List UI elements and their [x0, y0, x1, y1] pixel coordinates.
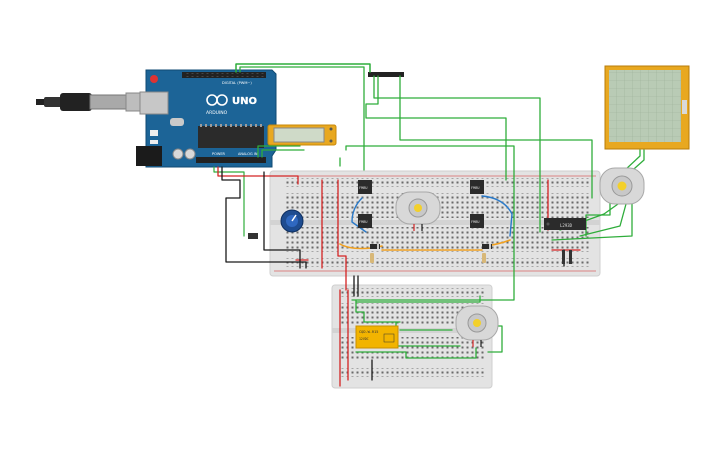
- power-pins-label: POWER: [212, 152, 226, 156]
- dc-motor-1[interactable]: [395, 191, 441, 231]
- svg-text:FMBU: FMBU: [359, 220, 367, 224]
- svg-text:FMBU: FMBU: [471, 220, 479, 224]
- motor-hub-icon: [617, 181, 627, 191]
- motor-hub-icon: [414, 204, 422, 212]
- lcd-display-screen: [273, 127, 325, 143]
- usb-cable[interactable]: [36, 92, 149, 112]
- mosfet-1[interactable]: FMBU: [358, 180, 372, 194]
- arduino-model-label: UNO: [232, 96, 257, 107]
- small-component: [248, 233, 258, 239]
- diode-2[interactable]: [482, 244, 492, 249]
- resistor-1[interactable]: [370, 253, 374, 263]
- main-breadboard[interactable]: [269, 170, 601, 277]
- power-header: [196, 157, 266, 163]
- dc-motor-3[interactable]: [455, 305, 499, 347]
- relay-module[interactable]: CQD-W-R15 12VDC: [355, 325, 399, 349]
- pin-header-strip: [368, 72, 404, 77]
- graph-display-panel[interactable]: [604, 65, 690, 150]
- analog-pins-label: ANALOG IN: [238, 152, 258, 156]
- digital-pins-label: DIGITAL (PWM~): [222, 81, 252, 85]
- diode-1[interactable]: [370, 244, 380, 249]
- mosfet-2[interactable]: FMBU: [358, 214, 372, 228]
- svg-text:FMBU: FMBU: [359, 186, 367, 190]
- mosfet-3[interactable]: FMBU: [470, 180, 484, 194]
- atmega-chip: [198, 126, 264, 148]
- mosfet-4[interactable]: FMBU: [470, 214, 484, 228]
- arduino-logo-icon: [206, 94, 228, 106]
- dc-motor-2[interactable]: [599, 167, 645, 205]
- arduino-brand-label: ARDUINO: [206, 110, 228, 116]
- power-jack: [136, 146, 162, 166]
- capacitor-pair[interactable]: [562, 250, 572, 264]
- resistor-2[interactable]: [482, 253, 486, 263]
- usb-port: [139, 91, 169, 115]
- relay-label: CQD-W-R15: [359, 330, 378, 334]
- lcd-i2c-module[interactable]: [267, 124, 337, 146]
- relay-sublabel: 12VDC: [359, 337, 369, 341]
- arduino-uno-board[interactable]: UNO ARDUINO DIGITAL (PWM~) POWER ANALOG …: [136, 69, 277, 168]
- svg-text:FMBU: FMBU: [471, 186, 479, 190]
- motor-driver-ic[interactable]: L293D: [544, 218, 586, 230]
- potentiometer[interactable]: [280, 209, 304, 233]
- reset-button[interactable]: [150, 75, 158, 83]
- motor-hub-icon: [473, 319, 481, 327]
- motor-driver-label: L293D: [560, 223, 573, 228]
